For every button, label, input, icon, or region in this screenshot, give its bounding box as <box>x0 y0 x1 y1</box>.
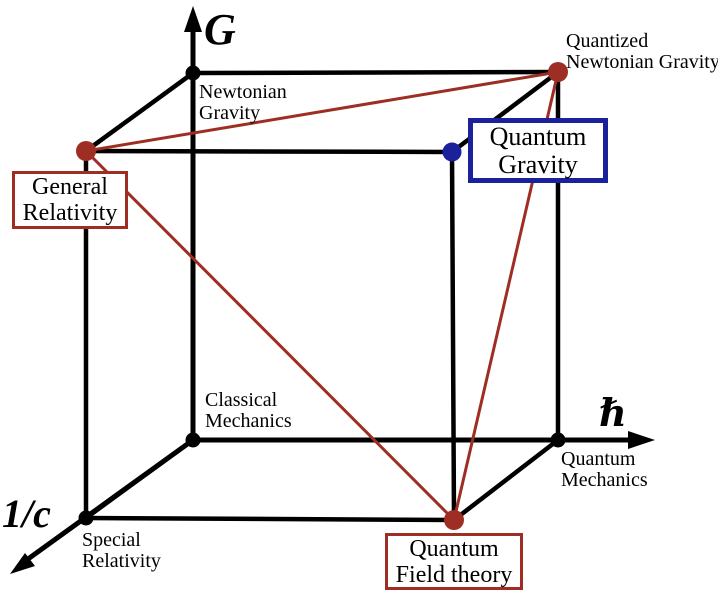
node-dot-quantized-newtonian-gravity <box>548 62 568 82</box>
label-quantum-mechanics: Quantum Mechanics <box>561 449 648 491</box>
cube-edge-back-top <box>190 69 561 76</box>
label-quantized-newtonian-gravity: Quantized Newtonian Gravity <box>566 31 718 73</box>
node-dot-quantum-gravity <box>442 142 462 162</box>
cube-edge-top-left-connector <box>83 70 196 154</box>
general-relativity-box: General Relativity <box>12 171 128 229</box>
red-link-gr-to-qng <box>84 70 560 153</box>
label-line: Newtonian Gravity <box>566 51 718 73</box>
label-line: Gravity <box>199 102 261 124</box>
cube-edge-front-top <box>83 148 455 155</box>
node-dot-quantum-field-theory <box>444 510 464 530</box>
label-line: Mechanics <box>561 469 648 491</box>
node-dot-newtonian-gravity <box>185 65 201 81</box>
box-label-line: Quantum <box>489 121 587 151</box>
box-label-line: Relativity <box>22 200 118 226</box>
box-label-line: Quantum <box>409 535 499 562</box>
hbar-axis-arrow-icon <box>628 431 655 449</box>
box-label-line: Field theory <box>395 561 513 588</box>
box-label-line: General <box>32 174 108 200</box>
g-axis-label: G <box>204 5 236 54</box>
inv-c-axis-arrow-icon <box>10 553 35 574</box>
label-line: Classical <box>205 389 278 411</box>
label-special-relativity: Special Relativity <box>82 530 161 572</box>
label-classical-mechanics: Classical Mechanics <box>205 390 292 432</box>
box-label-line: Gravity <box>498 149 578 179</box>
quantum-field-theory-box: Quantum Field theory <box>385 533 523 590</box>
inv-c-axis-label: 1/c <box>2 491 51 536</box>
node-dot-general-relativity <box>76 141 96 161</box>
label-line: Relativity <box>82 550 161 572</box>
inv-c-axis-line <box>25 437 196 562</box>
node-dot-classical-mechanics <box>185 432 201 448</box>
quantum-gravity-box: Quantum Gravity <box>468 118 608 183</box>
cube-edge-front-right <box>449 149 457 523</box>
label-line: Mechanics <box>205 410 292 432</box>
hbar-axis-label: ℏ <box>599 390 627 435</box>
g-axis-arrow-icon <box>184 6 202 32</box>
node-dot-special-relativity <box>78 510 94 526</box>
label-line: Special <box>82 529 141 551</box>
cube-edge-front-bottom <box>83 515 457 523</box>
label-line: Quantized <box>566 30 649 52</box>
node-dot-quantum-mechanics <box>550 432 566 448</box>
cube-edge-bottom-right-connector <box>451 437 561 523</box>
label-line: Newtonian <box>199 81 287 103</box>
red-link-gr-to-qft <box>84 149 456 522</box>
label-line: Quantum <box>561 448 636 470</box>
label-newtonian-gravity: Newtonian Gravity <box>199 82 287 124</box>
